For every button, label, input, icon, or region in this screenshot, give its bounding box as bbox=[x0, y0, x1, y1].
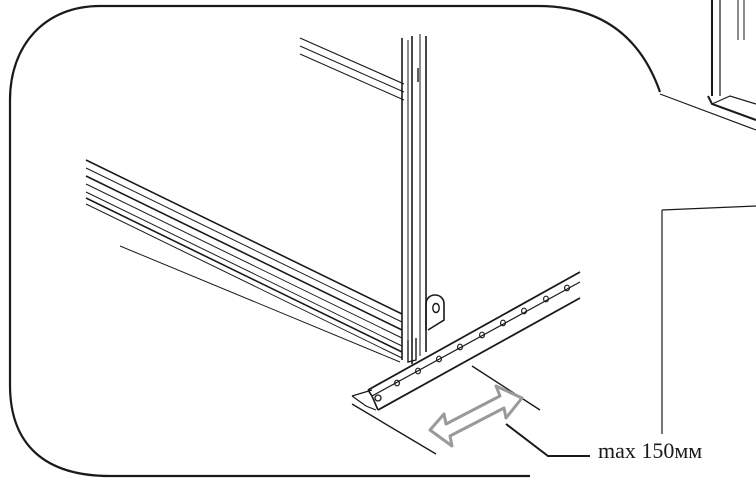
bracket-holes bbox=[394, 284, 570, 387]
dimension-label: max 150мм bbox=[598, 438, 703, 463]
dimension-extension-lines bbox=[351, 365, 541, 455]
floor-bracket bbox=[351, 271, 581, 411]
leader-line bbox=[505, 423, 590, 457]
background-cabinet bbox=[659, 0, 756, 434]
callout-frame bbox=[8, 4, 662, 478]
side-panel bbox=[85, 37, 405, 363]
vertical-post bbox=[401, 34, 445, 364]
double-arrow-icon bbox=[428, 384, 524, 448]
